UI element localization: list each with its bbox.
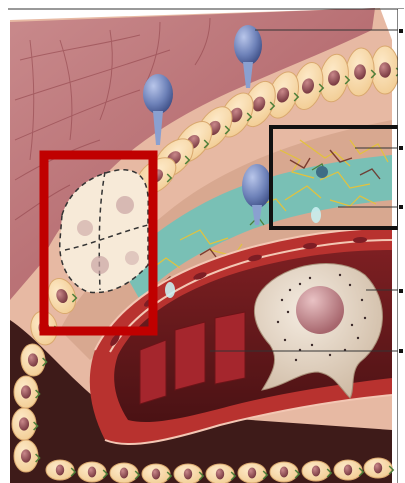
epithelial-cell (364, 458, 393, 478)
epithelial-cell (238, 463, 267, 483)
label-slot-goblet-cell[interactable] (399, 29, 403, 33)
epithelial-cell (302, 461, 331, 481)
illustration (10, 8, 400, 483)
epithelial-cell (46, 460, 75, 480)
epithelial-cell (110, 463, 139, 483)
label-slot-blood-vessel-lumen[interactable] (399, 349, 403, 353)
epithelial-cell (270, 462, 299, 482)
epithelial-cell (334, 460, 363, 480)
label-slot-lamina-propria[interactable] (399, 205, 403, 209)
label-margin (398, 9, 405, 483)
label-slot-collagen-fibres[interactable] (399, 146, 403, 150)
label-slot-mast-cell[interactable] (399, 289, 403, 293)
epithelial-cell (78, 462, 107, 482)
